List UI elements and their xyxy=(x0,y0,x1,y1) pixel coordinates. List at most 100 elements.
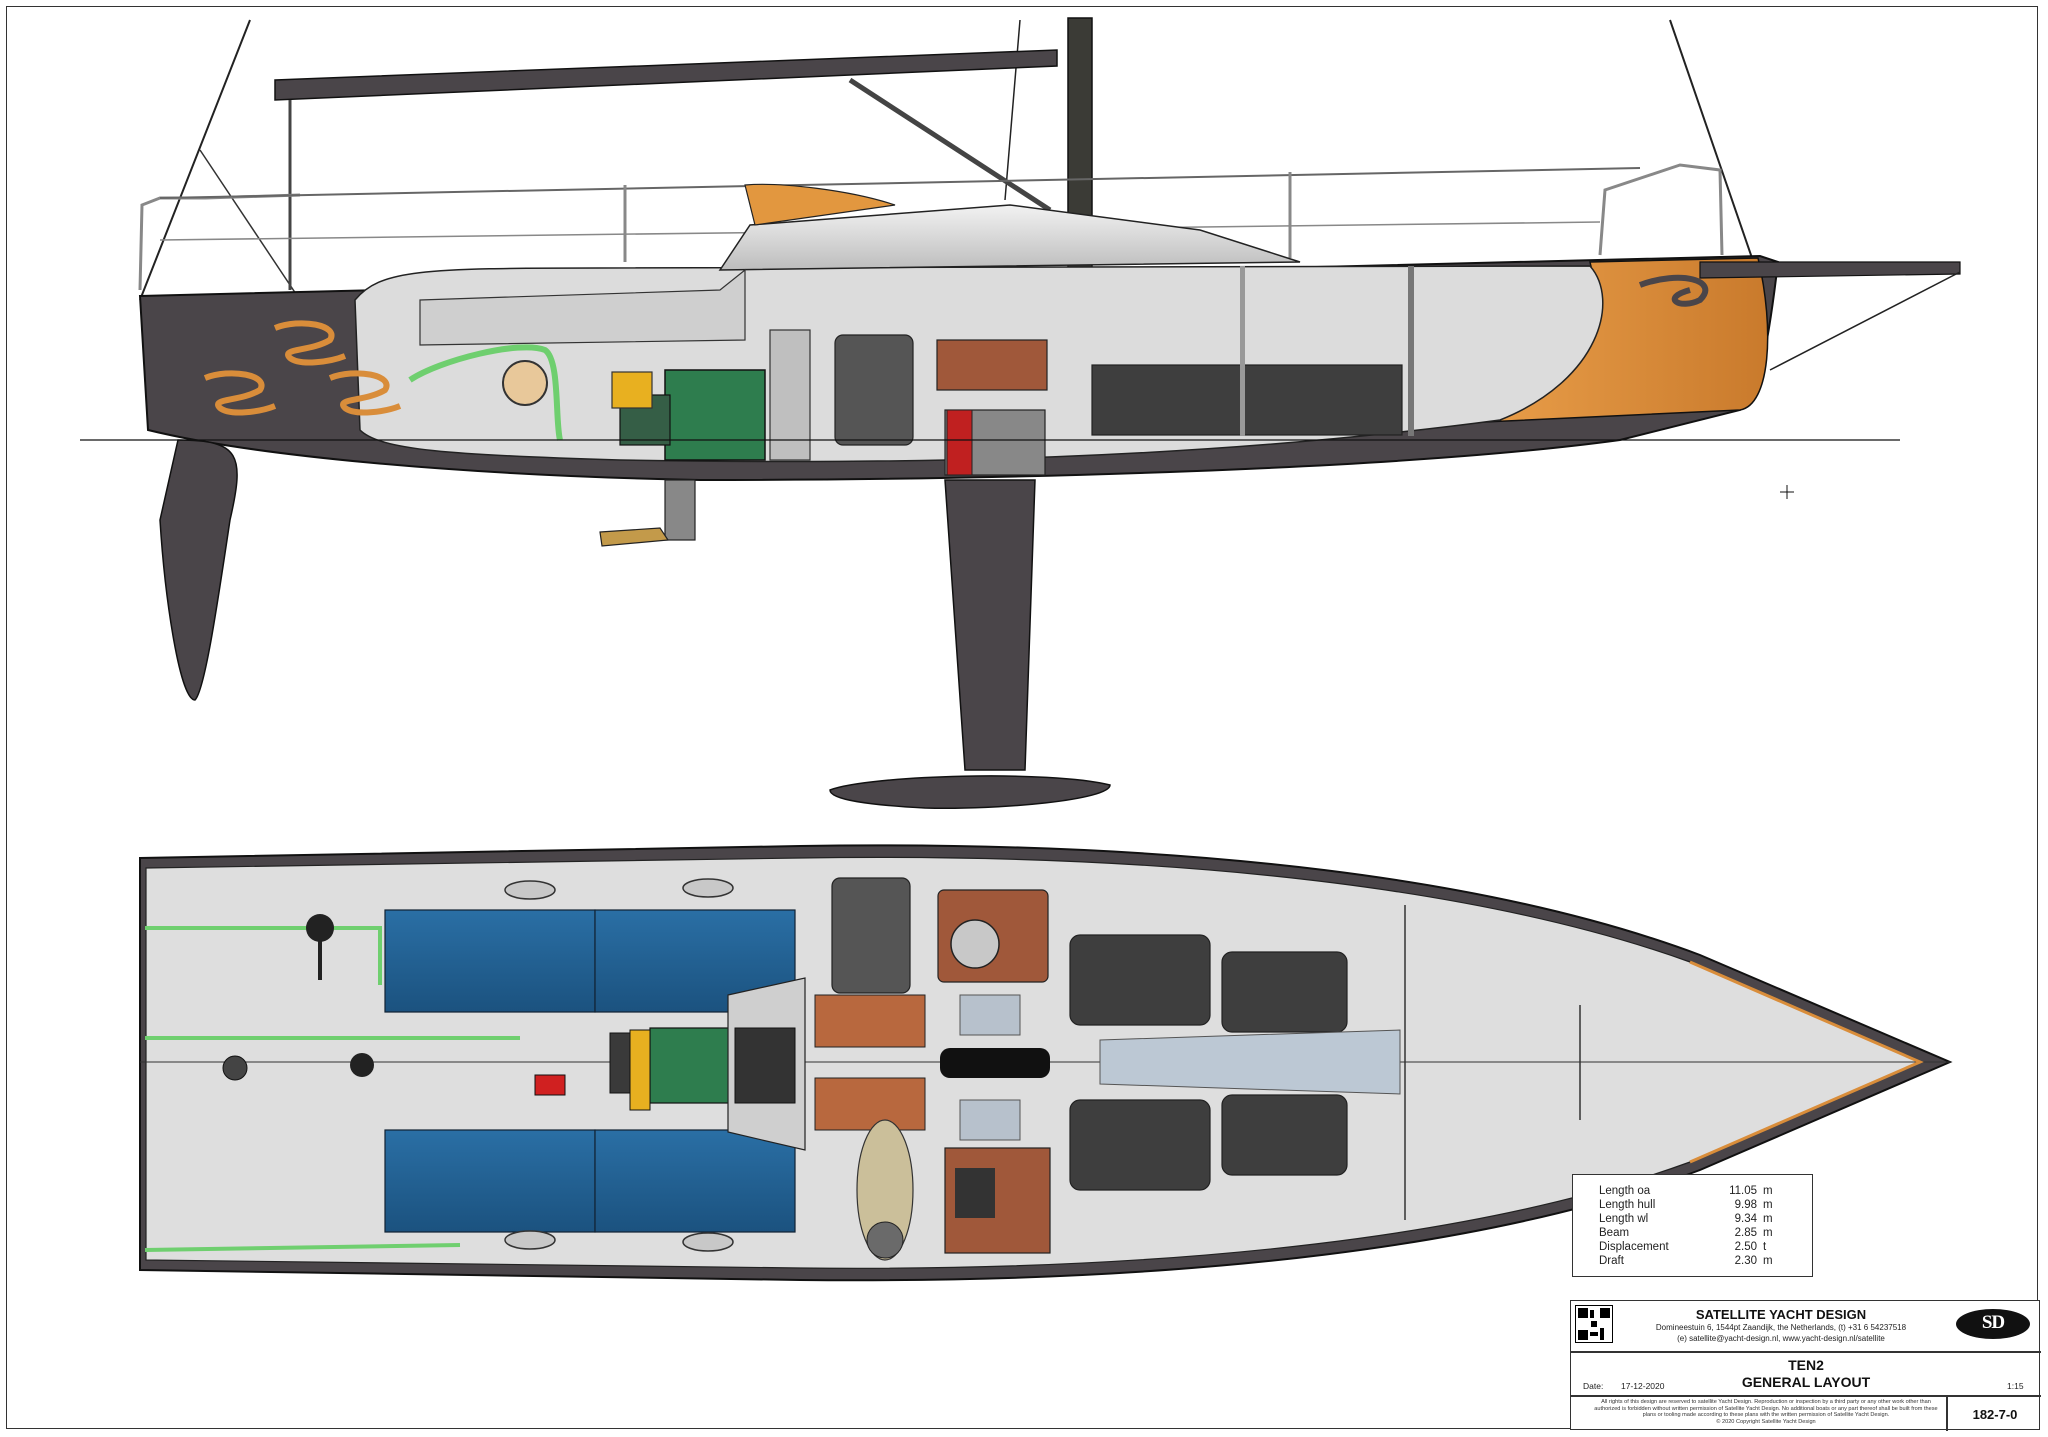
legal-text: All rights of this design are reserved t… xyxy=(1594,1399,1938,1419)
spec-value: 9.34 xyxy=(1734,1213,1757,1225)
bobstay-line xyxy=(1769,271,1961,371)
hatch-dark xyxy=(734,1027,796,1104)
winch-port xyxy=(306,914,334,942)
cockpit-seat xyxy=(419,268,746,346)
berth-port-2 xyxy=(1221,951,1348,1033)
backstay-line xyxy=(139,19,251,301)
propeller xyxy=(599,527,670,547)
keel-bulb xyxy=(829,775,1111,809)
spec-unit: m xyxy=(1763,1227,1773,1239)
spec-value: 2.85 xyxy=(1734,1227,1757,1239)
teak-floor-fwd xyxy=(814,1077,926,1131)
spec-label: Length hull xyxy=(1599,1199,1656,1211)
winch-aft xyxy=(222,1055,248,1081)
date-value: 17-12-2020 xyxy=(1621,1381,1665,1391)
fuel-tank-plan xyxy=(629,1029,651,1111)
plan-view xyxy=(139,844,1953,1282)
title-block-divider xyxy=(1571,1395,2041,1397)
hose-lower xyxy=(144,1243,461,1252)
drawing-title: GENERAL LAYOUT xyxy=(1741,1374,1871,1390)
galley-red-panel xyxy=(946,409,973,476)
bow-pulpit xyxy=(1598,163,1724,256)
pump-red-plan xyxy=(534,1074,566,1096)
drawing-scale: 1:15 xyxy=(2007,1381,2024,1391)
cockpit-cushion-stbd-fwd xyxy=(594,1129,796,1233)
drawing-frame xyxy=(6,6,2038,1429)
company-name: SATELLITE YACHT DESIGN xyxy=(1695,1307,1867,1322)
qr-code-icon xyxy=(1575,1305,1613,1343)
spec-value: 2.30 xyxy=(1734,1255,1757,1267)
spec-unit: m xyxy=(1763,1199,1773,1211)
spec-row-draft: Draft 2.30 m xyxy=(1599,1255,1799,1269)
nav-seat xyxy=(834,334,914,446)
porthole-4 xyxy=(682,1232,734,1252)
spec-label: Beam xyxy=(1599,1227,1630,1239)
bulkhead-aft xyxy=(1240,266,1245,436)
spec-value: 9.98 xyxy=(1734,1199,1757,1211)
company-address: Domineestuin 6, 1544pt Zaandijk, the Net… xyxy=(1655,1323,1907,1332)
sprayhood-orange xyxy=(744,183,896,226)
engine-plan xyxy=(649,1027,731,1104)
spec-value: 2.50 xyxy=(1734,1241,1757,1253)
saloon-table xyxy=(940,1048,1050,1078)
porthole-3 xyxy=(504,1230,556,1250)
shroud-line xyxy=(1004,19,1021,201)
copyright-text: © 2020 Copyright Satellite Yacht Design xyxy=(1716,1418,1816,1425)
porthole-1 xyxy=(504,880,556,900)
specifications-table: Length oa 11.05 m Length hull 9.98 m Len… xyxy=(1572,1174,1813,1277)
title-block-divider xyxy=(1946,1395,1948,1431)
spec-row-displacement: Displacement 2.50 t xyxy=(1599,1241,1799,1255)
boom xyxy=(274,49,1058,101)
drawing-number: 182-7-0 xyxy=(1972,1407,2018,1422)
stern-swirl-graphic-3 xyxy=(328,370,402,416)
sd-logo: SD xyxy=(1956,1309,2030,1339)
project-name: TEN2 xyxy=(1788,1357,1824,1373)
galley-unit xyxy=(936,339,1048,391)
rudder xyxy=(159,439,238,701)
date-label: Date: xyxy=(1583,1381,1604,1391)
exhaust-hose xyxy=(408,344,563,441)
porthole-2 xyxy=(682,878,734,898)
fuel-tank xyxy=(611,371,653,409)
vang-line xyxy=(848,77,1052,213)
company-contact: (e) satellite@yacht-design.nl, www.yacht… xyxy=(1677,1334,1885,1343)
hose-port xyxy=(145,926,382,985)
spec-unit: m xyxy=(1763,1255,1773,1267)
spec-unit: t xyxy=(1763,1241,1767,1253)
spec-row-beam: Beam 2.85 m xyxy=(1599,1227,1799,1241)
side-view xyxy=(80,17,1961,809)
spec-value: 11.05 xyxy=(1729,1185,1757,1197)
stern-swirl-graphic-2 xyxy=(203,370,277,416)
berth-stbd-2 xyxy=(1221,1094,1348,1176)
engine-block xyxy=(664,369,766,461)
cabin-top xyxy=(718,204,1301,271)
nav-seat-plan xyxy=(831,877,911,994)
bow-orange-trim xyxy=(1689,960,1924,1164)
stern-pulpit xyxy=(138,193,301,291)
title-block-divider xyxy=(1571,1351,2041,1353)
lifeline-upper xyxy=(159,167,1641,199)
keel-fin xyxy=(944,479,1036,771)
spec-label: Length wl xyxy=(1599,1213,1649,1225)
saloon-berth xyxy=(1091,364,1403,436)
legal-notice: All rights of this design are reserved t… xyxy=(1591,1399,1941,1425)
spec-row-length-hull: Length hull 9.98 m xyxy=(1599,1199,1799,1213)
saloon-cushion-1 xyxy=(959,994,1021,1036)
cockpit-cushion-stbd-aft xyxy=(384,1129,596,1233)
teak-floor-aft xyxy=(814,994,926,1048)
saildrive-leg xyxy=(664,479,696,541)
spec-label: Draft xyxy=(1599,1255,1624,1267)
bowsprit xyxy=(1699,261,1961,279)
bow-swirl-graphic xyxy=(1638,274,1709,307)
galley-sink xyxy=(950,919,1000,969)
chart-table-plan xyxy=(955,1168,995,1218)
person-head xyxy=(866,1221,904,1259)
berth-port-1 xyxy=(1069,934,1211,1026)
water-tank-cap xyxy=(502,360,548,406)
title-block: SATELLITE YACHT DESIGN Domineestuin 6, 1… xyxy=(1570,1300,2041,1431)
spec-label: Length oa xyxy=(1599,1185,1651,1197)
aft-stay-line xyxy=(199,149,301,301)
spec-label: Displacement xyxy=(1599,1241,1669,1253)
spec-unit: m xyxy=(1763,1185,1773,1197)
